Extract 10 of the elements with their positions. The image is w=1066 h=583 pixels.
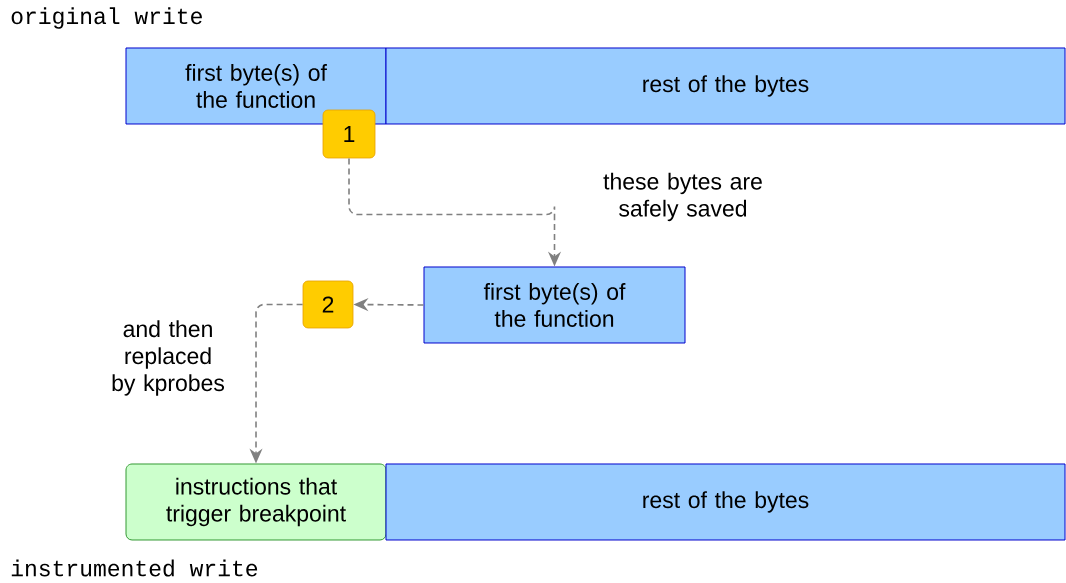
memory-block: first byte(s) of the function	[125, 47, 387, 125]
memory-block: first byte(s) of the function	[423, 266, 686, 344]
step-badge: 2	[302, 280, 354, 329]
instruction-block: instructions that trigger breakpoint	[125, 463, 387, 541]
annotation-text: and then replaced by kprobes	[112, 320, 225, 396]
step-badge: 1	[322, 109, 376, 159]
memory-block: rest of the bytes	[385, 463, 1066, 541]
mode-label: original write	[11, 7, 202, 29]
annotation-text: these bytes are safely saved	[603, 172, 762, 222]
mode-label: instrumented write	[11, 559, 258, 577]
